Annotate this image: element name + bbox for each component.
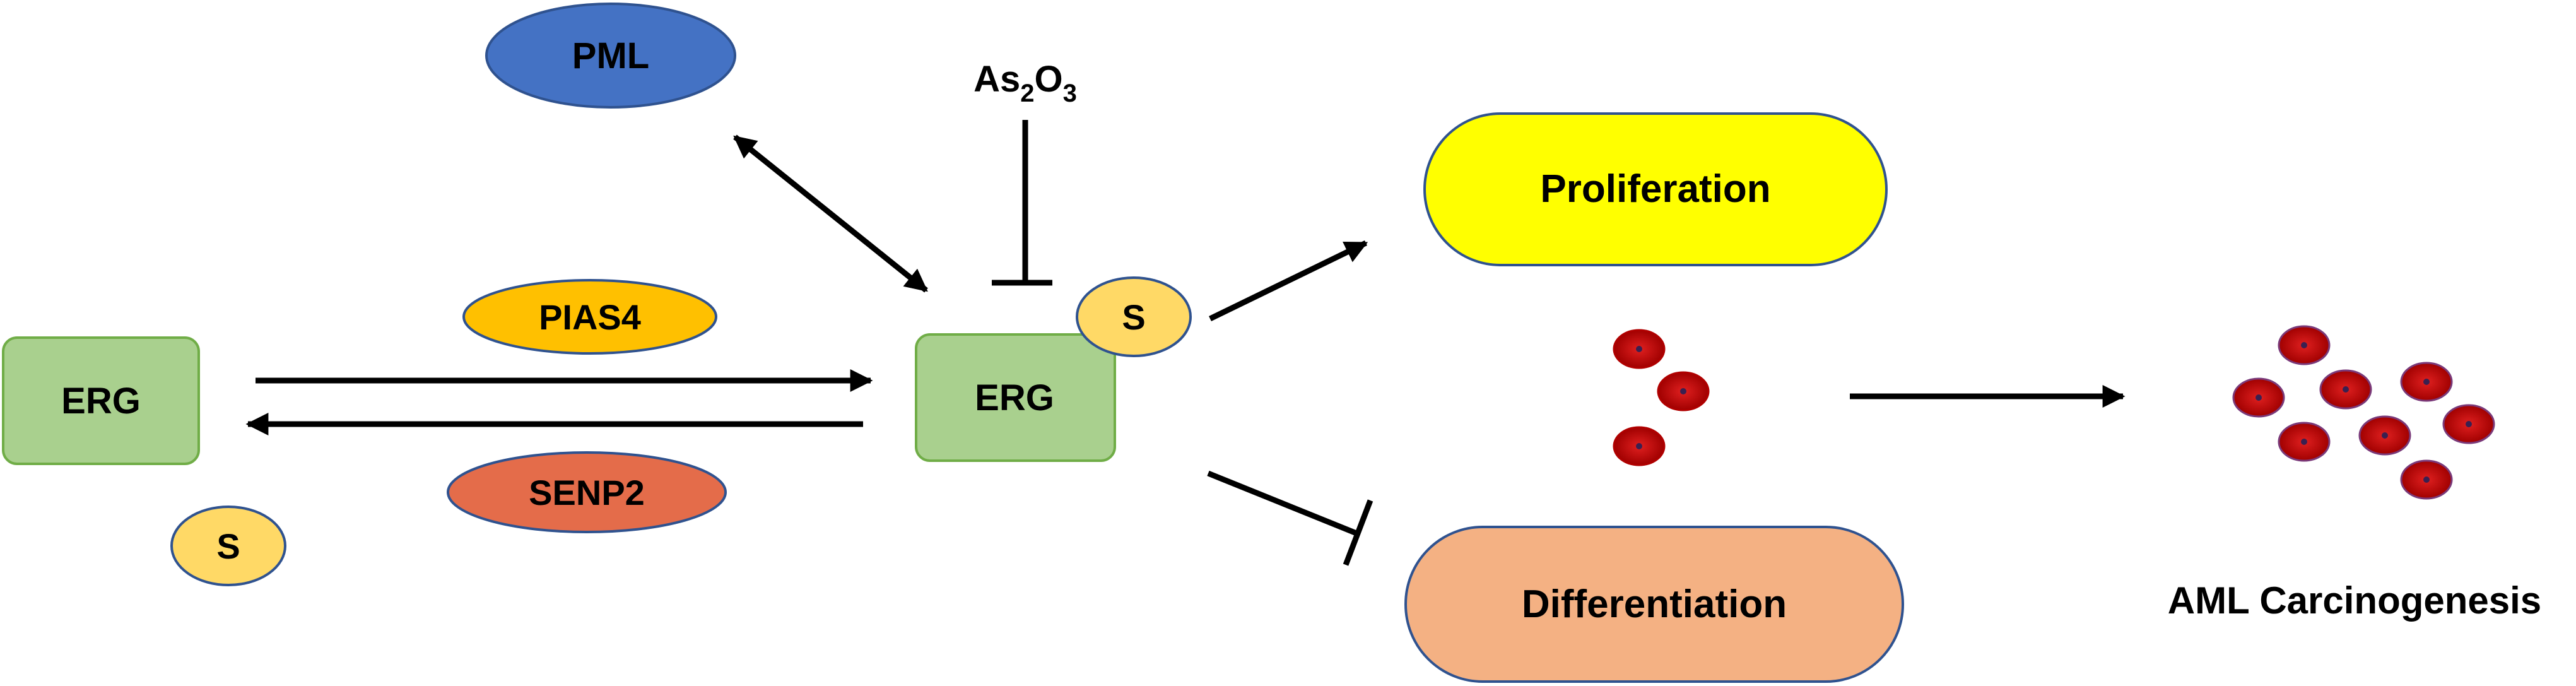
cell [2232, 377, 2285, 418]
cell [1613, 329, 1666, 369]
sumo-free-node: S [170, 506, 286, 586]
few-cells [1613, 329, 1710, 466]
sumo-attached-node: S [1076, 276, 1192, 357]
cell [1657, 371, 1710, 411]
erg-right-label: ERG [975, 377, 1054, 418]
pias4-label: PIAS4 [539, 297, 641, 337]
cell [2400, 362, 2453, 402]
senp2-node: SENP2 [447, 451, 727, 533]
cell [2442, 404, 2495, 444]
many-cells [2232, 325, 2495, 500]
erg-left-label: ERG [61, 381, 141, 422]
cell [2400, 459, 2453, 500]
differentiation-inhibition-line [1207, 470, 1373, 566]
cell [1613, 426, 1666, 466]
sumo-right-label: S [1122, 297, 1145, 337]
senp2-label: SENP2 [529, 473, 645, 512]
proliferation-arrow [1209, 240, 1368, 322]
cell [2278, 325, 2331, 365]
cell [2319, 369, 2372, 410]
pml-label: PML [572, 35, 649, 76]
differentiation-label: Differentiation [1522, 583, 1787, 626]
proliferation-label: Proliferation [1540, 167, 1770, 211]
cell [2358, 415, 2411, 456]
as2o3-inhibition-line [992, 120, 1052, 286]
erg-sumoylated-node: ERG [915, 333, 1116, 462]
sumo-left-label: S [216, 526, 240, 566]
pml-node: PML [485, 3, 736, 109]
aml-carcinogenesis-label: AML Carcinogenesis [2168, 579, 2541, 622]
differentiation-node: Differentiation [1404, 526, 1904, 683]
pml-erg-double-arrow [733, 134, 928, 293]
as2o3-label: As2O3 [973, 59, 1077, 107]
cell [2278, 422, 2331, 462]
pias4-node: PIAS4 [462, 279, 717, 355]
erg-unsumoylated-node: ERG [2, 336, 200, 465]
proliferation-node: Proliferation [1423, 112, 1888, 266]
